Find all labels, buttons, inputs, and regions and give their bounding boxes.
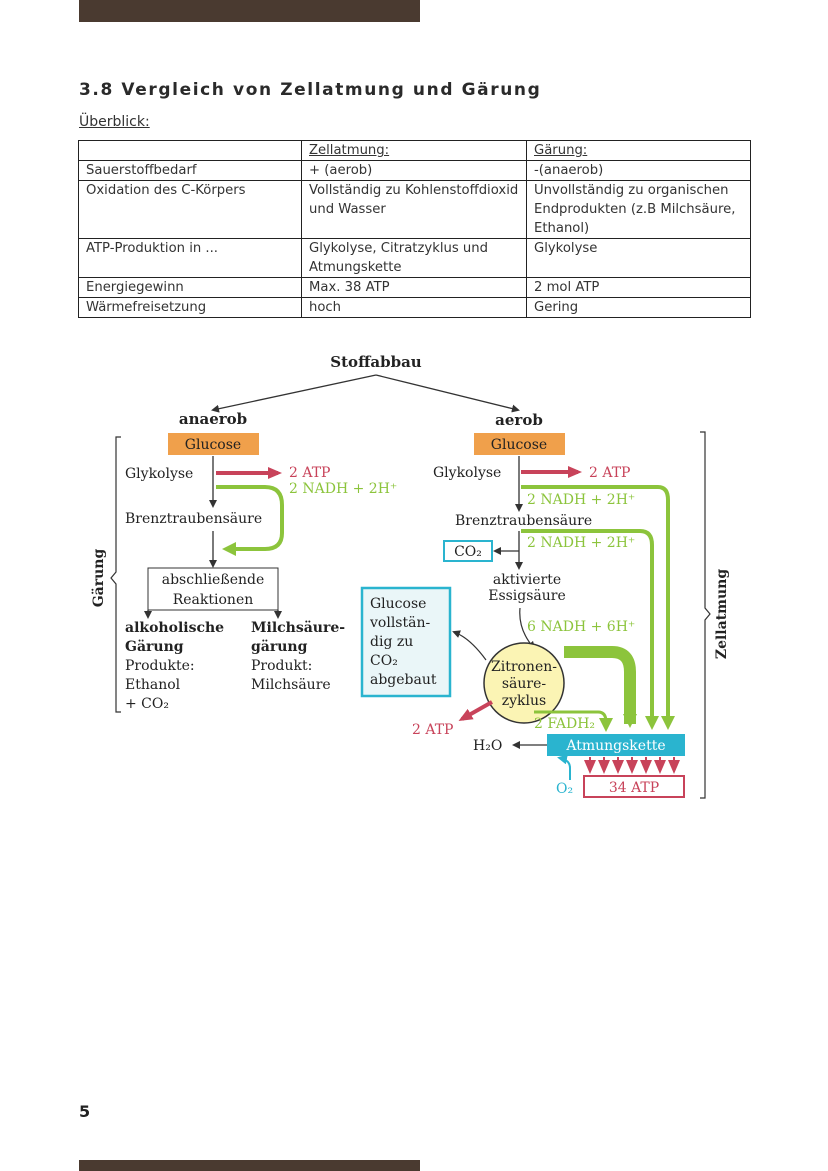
page-number: 5 <box>79 1102 91 1121</box>
box-line2: vollstän- <box>369 615 430 631</box>
table-header-row: Zellatmung: Gärung: <box>78 140 751 161</box>
zellatmung-brace <box>700 431 711 799</box>
comparison-table: Zellatmung: Gärung: Sauerstoffbedarf + (… <box>78 140 751 318</box>
table-header-cell <box>78 140 302 161</box>
o2-arrow <box>557 754 571 780</box>
section-heading: 3.8 Vergleich von Zellatmung und Gärung <box>79 80 542 100</box>
root-label: Stoffabbau <box>330 353 421 371</box>
box-line3: dig zu <box>370 634 413 650</box>
root-branch-right <box>375 374 520 413</box>
essig-line2: Essigsäure <box>488 588 566 604</box>
atp-label-right: 2 ATP <box>589 465 630 481</box>
alk-line3: Produkte: <box>125 658 195 674</box>
cycle-atp-arrow <box>458 700 493 721</box>
milch-line1: Milchsäure- <box>251 620 345 636</box>
overview-subheading: Überblick: <box>79 114 150 130</box>
table-cell: Vollständig zu Kohlenstoffdioxid und Was… <box>301 180 527 239</box>
atmungskette-label: Atmungskette <box>565 738 665 754</box>
table-cell: -(anaerob) <box>526 160 751 181</box>
table-cell: Oxidation des C-Körpers <box>78 180 302 239</box>
milch-line4: Milchsäure <box>251 677 331 693</box>
table-cell: 2 mol ATP <box>526 277 751 298</box>
box-line5: abgebaut <box>370 672 437 688</box>
root-branch-left <box>211 374 377 413</box>
table-cell: Max. 38 ATP <box>301 277 527 298</box>
co2-label: CO₂ <box>454 544 482 560</box>
glykolyse-label-right: Glykolyse <box>433 465 501 481</box>
nadh-arrow-right-2 <box>521 529 659 730</box>
h2o-label: H₂O <box>473 738 502 754</box>
atp-down-arrows <box>584 757 680 774</box>
table-cell: Gering <box>526 297 751 318</box>
glucose-label-right: Glucose <box>491 437 547 453</box>
table-cell: hoch <box>301 297 527 318</box>
reaktionen-line1: abschließende <box>162 572 265 588</box>
cycle-to-box-arrow <box>452 630 487 661</box>
table-cell: Glykolyse <box>526 238 751 278</box>
brenz-label-right: Brenztraubensäure <box>455 513 592 529</box>
table-cell: Unvollständig zu organischen Endprodukte… <box>526 180 751 239</box>
nadh6-label: 6 NADH + 6H⁺ <box>527 619 635 635</box>
nadh-label-right-1: 2 NADH + 2H⁺ <box>527 492 635 508</box>
alk-line2: Gärung <box>125 639 184 655</box>
table-cell: Sauerstoffbedarf <box>78 160 302 181</box>
nadh-arrow-right-1 <box>521 485 675 730</box>
aerob-label: aerob <box>495 411 543 429</box>
table-cell: Wärmefreisetzung <box>78 297 302 318</box>
reaktionen-box <box>147 567 279 611</box>
bottom-decor-bar <box>79 1160 420 1171</box>
fadh-label: 2 FADH₂ <box>534 716 595 732</box>
glucose-box-right <box>474 433 565 455</box>
cycle-line3: zyklus <box>502 693 546 709</box>
fadh-arrow <box>534 710 613 732</box>
milch-line2: gärung <box>251 639 308 655</box>
table-header-cell: Gärung: <box>526 140 751 161</box>
glucose-label-left: Glucose <box>185 437 241 453</box>
table-row: Energiegewinn Max. 38 ATP 2 mol ATP <box>78 277 751 298</box>
garung-brace <box>110 436 121 713</box>
table-row: Oxidation des C-Körpers Vollständig zu K… <box>78 180 751 239</box>
garung-side-label: Gärung <box>91 549 107 608</box>
nadh-label-right-2: 2 NADH + 2H⁺ <box>527 535 635 551</box>
alk-line1: alkoholische <box>125 620 224 636</box>
brenz-label-left: Brenztraubensäure <box>125 511 262 527</box>
reaktionen-line2: Reaktionen <box>173 592 254 608</box>
table-row: ATP-Produktion in ... Glykolyse, Citratz… <box>78 238 751 278</box>
alk-line5: + CO₂ <box>125 696 169 712</box>
citric-cycle-circle <box>483 642 565 724</box>
anaerob-label: anaerob <box>179 410 247 428</box>
glucose-box-left <box>168 433 259 455</box>
glykolyse-label-left: Glykolyse <box>125 466 193 482</box>
alk-line4: Ethanol <box>125 677 181 693</box>
top-decor-bar <box>79 0 420 22</box>
nadh-label-left: 2 NADH + 2H⁺ <box>289 481 397 497</box>
metabolism-diagram: Stoffabbau anaerob aerob Gärung Zellatmu… <box>91 353 730 799</box>
cycle-line2: säure- <box>502 676 547 692</box>
table-cell: ATP-Produktion in ... <box>78 238 302 278</box>
table-cell: Glykolyse, Citratzyklus und Atmungskette <box>301 238 527 278</box>
box-line1: Glucose <box>370 596 426 612</box>
table-row: Wärmefreisetzung hoch Gering <box>78 297 751 318</box>
co2-box <box>443 540 493 562</box>
box-line4: CO₂ <box>370 653 398 669</box>
atp34-label: 34 ATP <box>609 780 659 796</box>
milch-line3: Produkt: <box>251 658 312 674</box>
atp34-box <box>583 775 685 798</box>
nadh6-thick-arrow <box>564 646 637 728</box>
zellatmung-side-label: Zellatmung <box>714 569 730 659</box>
cycle-atp-label: 2 ATP <box>412 722 453 738</box>
table-header-cell: Zellatmung: <box>301 140 527 161</box>
table-cell: Energiegewinn <box>78 277 302 298</box>
cycle-line1: Zitronen- <box>491 659 557 675</box>
essig-line1: aktivierte <box>493 572 561 588</box>
o2-label: O₂ <box>556 781 573 797</box>
glucose-abgebaut-box <box>360 586 452 698</box>
atp-label-left: 2 ATP <box>289 465 330 481</box>
nadh-loop-arrow-left <box>216 485 284 556</box>
atmungskette-box <box>547 734 685 756</box>
table-row: Sauerstoffbedarf + (aerob) -(anaerob) <box>78 160 751 181</box>
table-cell: + (aerob) <box>301 160 527 181</box>
